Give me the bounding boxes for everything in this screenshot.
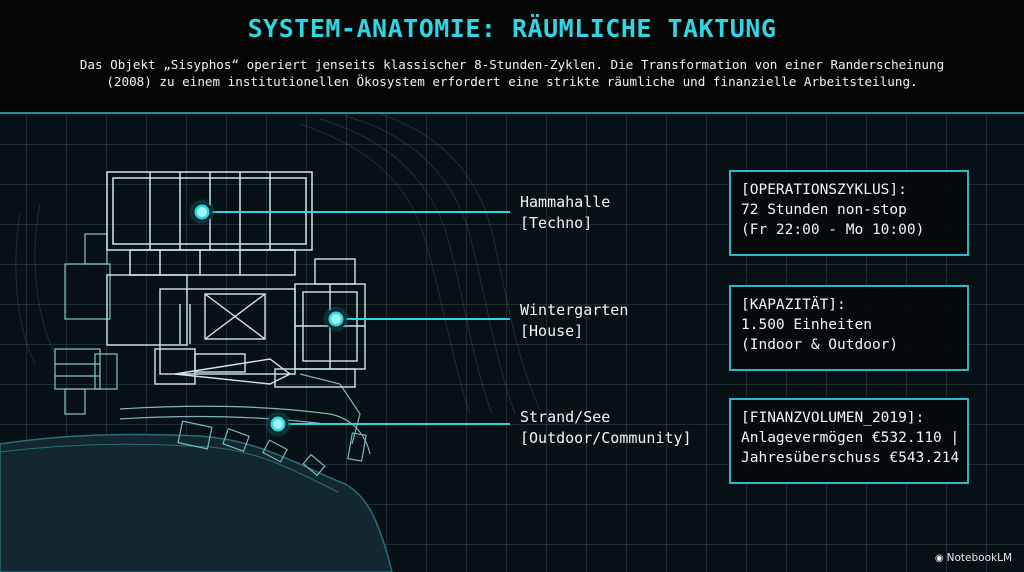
info-box-operationszyklus: [OPERATIONSZYKLUS]: 72 Stunden non-stop … (729, 170, 969, 256)
zone-name: Wintergarten (520, 301, 629, 319)
info-box-finanzvolumen: [FINANZVOLUMEN_2019]: Anlagevermögen €53… (729, 398, 969, 484)
zone-name: Strand/See (520, 408, 611, 426)
contour-lines (15, 114, 541, 415)
info-line: 1.500 Einheiten (741, 317, 872, 333)
subtitle-line-1: Das Objekt „Sisyphos“ operiert jenseits … (79, 57, 945, 72)
info-line: (Fr 22:00 - Mo 10:00) (741, 222, 925, 238)
page-title: SYSTEM-ANATOMIE: RÄUMLICHE TAKTUNG (247, 14, 777, 43)
page-subtitle: Das Objekt „Sisyphos“ operiert jenseits … (30, 56, 994, 90)
info-box-kapazitaet: [KAPAZITÄT]: 1.500 Einheiten (Indoor & O… (729, 285, 969, 371)
building-central (106, 274, 296, 385)
building-wintergarten (274, 258, 366, 388)
brand-watermark: ◉NotebookLM (935, 552, 1012, 564)
info-heading: [OPERATIONSZYKLUS]: (741, 182, 907, 198)
info-line: Anlagevermögen €532.110 | (741, 430, 960, 446)
info-heading: [FINANZVOLUMEN_2019]: (741, 410, 925, 426)
info-line: Jahresüberschuss €543.214 (741, 450, 960, 466)
subtitle-line-2: (2008) zu einem institutionellen Ökosyst… (106, 74, 918, 89)
building-hammahalle (106, 171, 313, 276)
info-heading: [KAPAZITÄT]: (741, 297, 846, 313)
leader-lines (212, 211, 510, 425)
zone-name: Hammahalle (520, 193, 611, 211)
floor-plan (0, 114, 541, 572)
zone-genre: [Techno] (520, 214, 593, 232)
zone-genre: [House] (520, 322, 584, 340)
zone-genre: [Outdoor/Community] (520, 429, 692, 447)
brand-name: NotebookLM (946, 552, 1012, 564)
shoreline (119, 373, 371, 477)
zone-label-wintergarten: Wintergarten [House] (520, 300, 628, 342)
lake-area (0, 433, 393, 572)
info-line: 72 Stunden non-stop (741, 202, 907, 218)
notebook-logo-icon: ◉ (934, 553, 944, 564)
zone-label-strand: Strand/See [Outdoor/Community] (520, 407, 692, 449)
header: SYSTEM-ANATOMIE: RÄUMLICHE TAKTUNG Das O… (0, 0, 1024, 114)
zone-markers (191, 201, 347, 435)
outbuildings (54, 233, 118, 415)
zone-label-hammahalle: Hammahalle [Techno] (520, 192, 610, 234)
info-line: (Indoor & Outdoor) (741, 337, 899, 353)
